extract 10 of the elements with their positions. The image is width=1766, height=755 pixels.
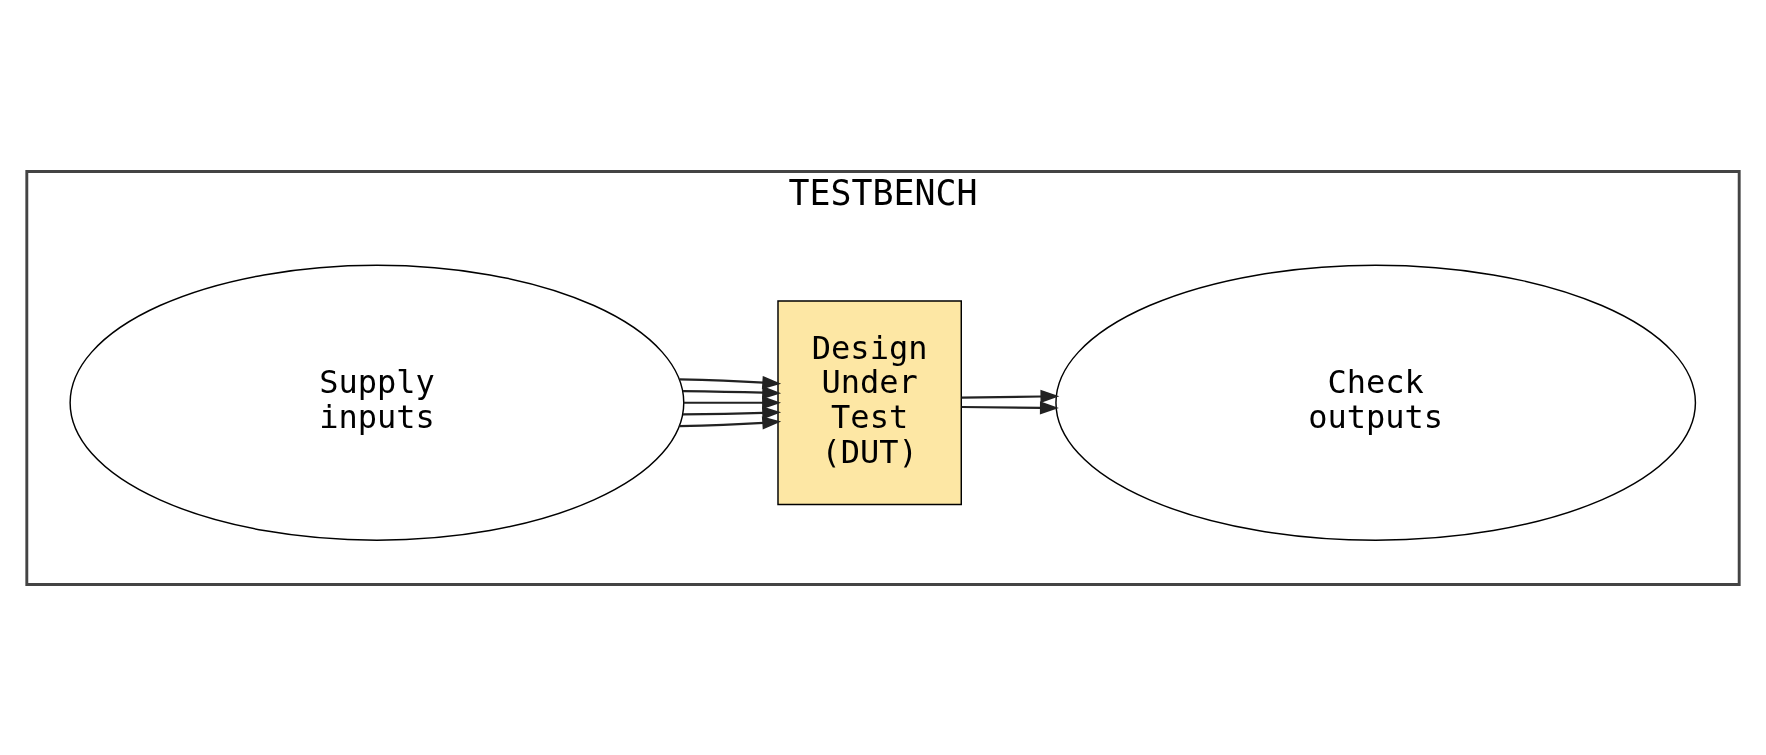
arrow bbox=[683, 405, 782, 419]
arrow bbox=[679, 375, 782, 389]
node-ellipse: Check outputs bbox=[1055, 264, 1697, 541]
arrow bbox=[679, 415, 782, 429]
node-ellipse: Supply inputs bbox=[69, 264, 685, 541]
arrow bbox=[961, 400, 1059, 415]
arrow bbox=[961, 389, 1060, 403]
node-box: Design Under Test (DUT) bbox=[777, 299, 962, 505]
arrow bbox=[683, 395, 782, 409]
arrow bbox=[683, 385, 782, 399]
